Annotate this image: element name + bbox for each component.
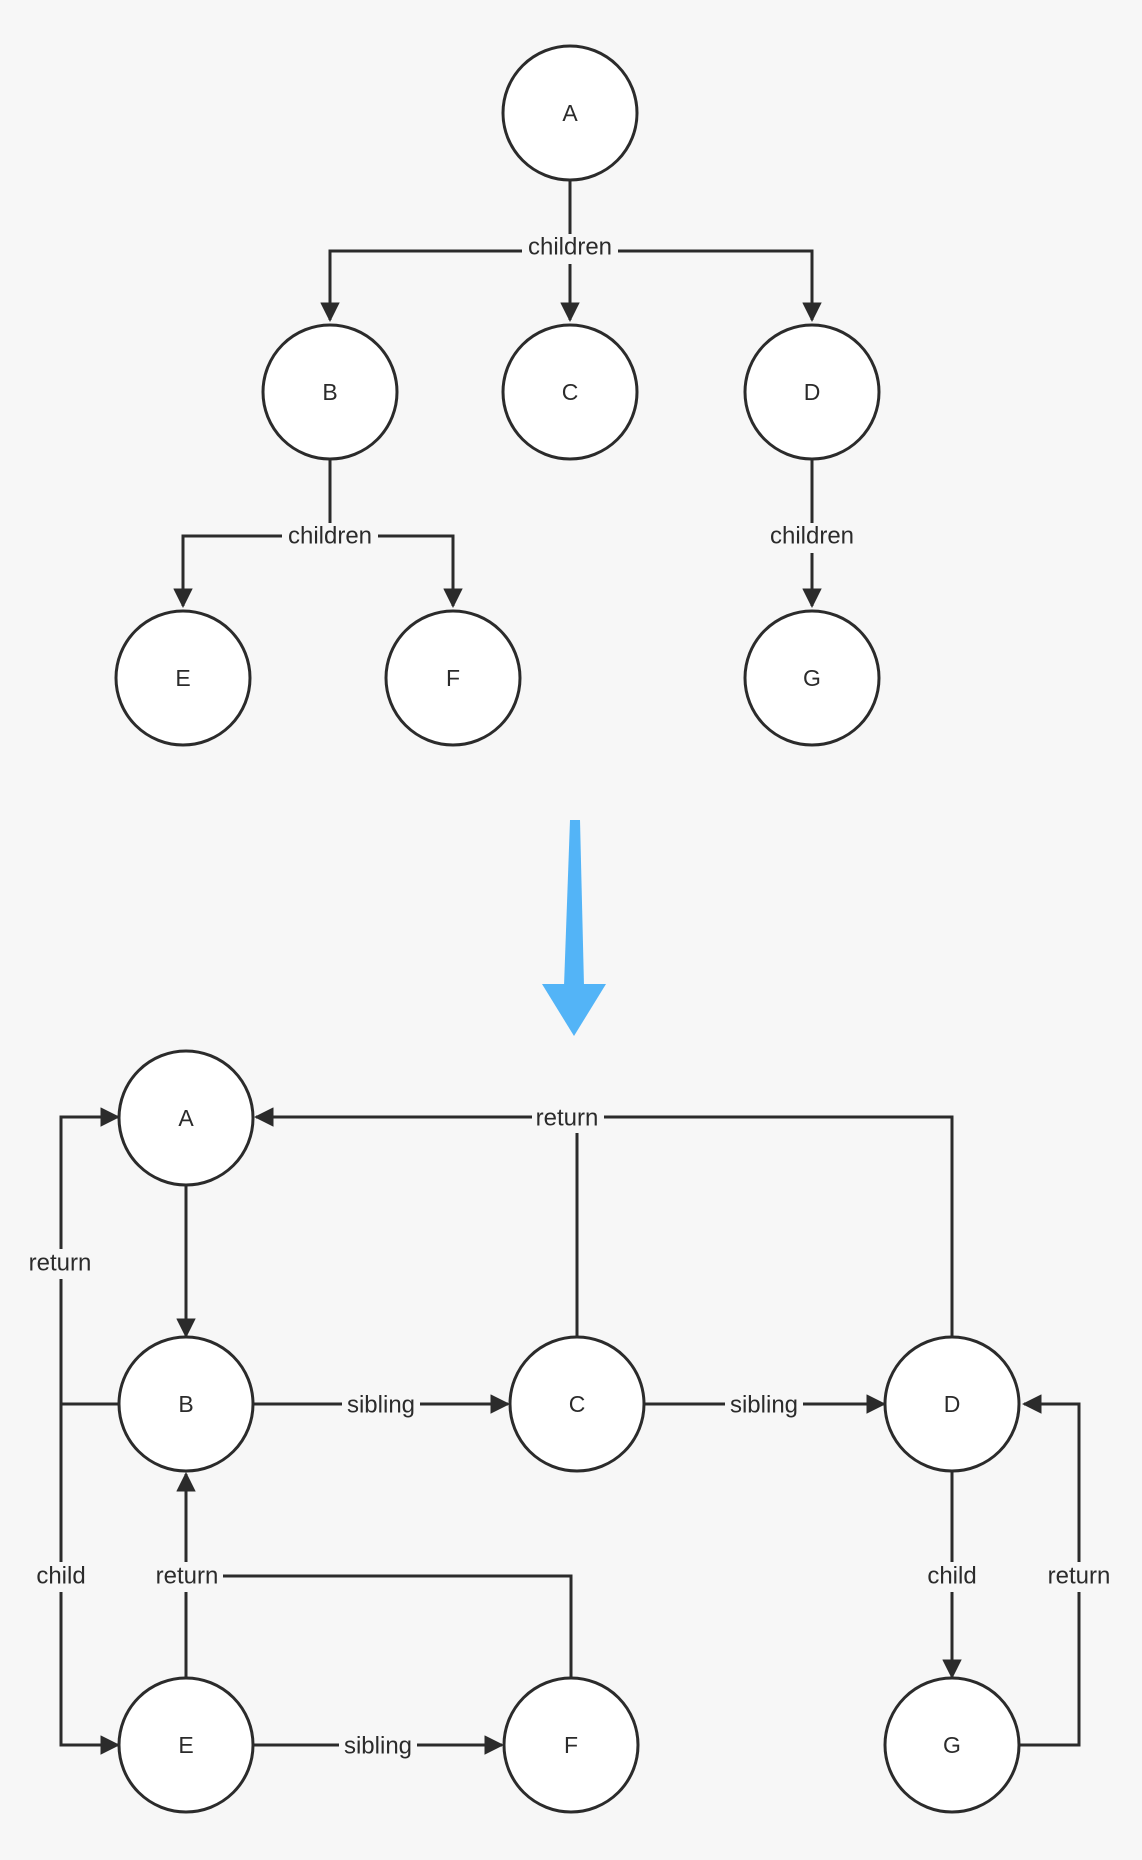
fiber-node-b: B <box>117 1335 255 1473</box>
tree-node-g: G <box>743 609 881 747</box>
edge-label-ef-sibling: sibling <box>344 1732 412 1759</box>
fiber-structure: return return child sibling sibling retu… <box>25 1049 1115 1814</box>
tree-node-c-label: C <box>562 379 579 405</box>
edge-b-to-e <box>173 534 330 608</box>
edge-label-a-children: children <box>528 233 612 260</box>
fiber-node-f-label: F <box>564 1732 578 1758</box>
edge-label-b-children: children <box>288 522 372 549</box>
tree-node-d: D <box>743 323 881 461</box>
edge-label-ef-return: return <box>156 1562 219 1589</box>
edge-label-dg-child: child <box>927 1562 976 1589</box>
fiber-node-e: E <box>117 1676 255 1814</box>
tree-node-f-label: F <box>446 665 460 691</box>
tree-node-e: E <box>114 609 252 747</box>
edge-a-to-b <box>320 249 570 322</box>
fiber-node-b-label: B <box>178 1391 193 1417</box>
fiber-node-f: F <box>502 1676 640 1814</box>
fiber-node-d: D <box>883 1335 1021 1473</box>
edge-d-return-to-a <box>254 1107 954 1336</box>
tree-node-b-label: B <box>322 379 337 405</box>
edge-label-g-return: return <box>1048 1562 1111 1589</box>
tree-node-a: A <box>501 44 639 182</box>
edge-label-bc-sibling: sibling <box>347 1391 415 1418</box>
fiber-node-a-label: A <box>178 1105 194 1131</box>
edge-a-to-d <box>570 249 822 322</box>
children-tree: children children children A B C D E F <box>114 44 881 747</box>
tree-node-d-label: D <box>804 379 821 405</box>
tree-node-c: C <box>501 323 639 461</box>
tree-node-a-label: A <box>562 100 578 126</box>
tree-node-e-label: E <box>175 665 190 691</box>
fiber-node-g: G <box>883 1676 1021 1814</box>
edge-label-d-children: children <box>770 522 854 549</box>
fiber-node-d-label: D <box>944 1391 961 1417</box>
fiber-node-c: C <box>508 1335 646 1473</box>
down-arrow-icon <box>542 820 606 1036</box>
fiber-node-e-label: E <box>178 1732 193 1758</box>
tree-node-g-label: G <box>803 665 821 691</box>
edge-label-a-child: child <box>36 1562 85 1589</box>
fiber-node-a: A <box>117 1049 255 1187</box>
fiber-node-g-label: G <box>943 1732 961 1758</box>
tree-node-b: B <box>261 323 399 461</box>
edge-label-cd-return: return <box>536 1104 599 1131</box>
tree-node-f: F <box>384 609 522 747</box>
fiber-node-c-label: C <box>569 1391 586 1417</box>
edge-f-return-to-b <box>186 1574 573 1677</box>
edge-label-b-return: return <box>29 1249 92 1276</box>
edge-label-cd-sibling: sibling <box>730 1391 798 1418</box>
edge-b-child-to-e <box>59 1404 120 1755</box>
